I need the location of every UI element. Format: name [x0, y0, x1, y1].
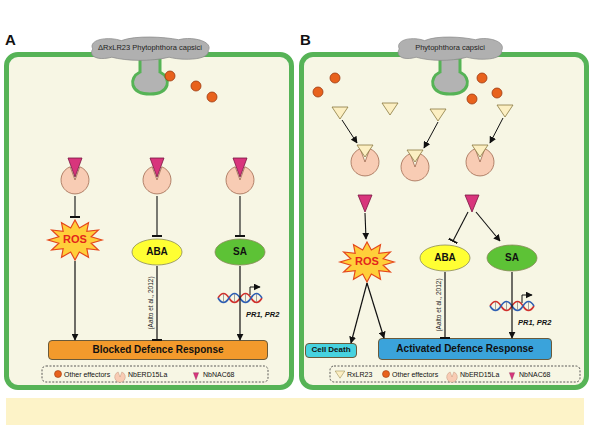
hormone-shape: [420, 245, 470, 271]
cell-cytoplasm: [304, 57, 584, 385]
legend-label: NbNAC68: [203, 371, 235, 378]
haustorium: [133, 58, 168, 94]
pathogen-name: ΔRxLR23 Phytophthora capsici: [98, 44, 202, 52]
dna-helix: [218, 287, 262, 303]
outcome-box: Cell Death: [305, 343, 357, 358]
cell-panel: AΔRxLR23 Phytophthora capsiciROSABASABlo…: [4, 52, 294, 390]
connector: [239, 266, 240, 340]
hormone-label: ABA: [434, 253, 456, 264]
legend-label: RxLR23: [347, 371, 372, 378]
pathogen-shape: [92, 37, 210, 60]
hormone-label: SA: [233, 247, 247, 258]
dna-helix: [490, 295, 534, 311]
hormone-shape: [215, 239, 265, 265]
gene-label: PR1, PR2: [246, 310, 279, 319]
response-box: Blocked Defence Response: [48, 340, 268, 360]
pathogen-shape: [398, 37, 502, 60]
hormone-shape: [487, 245, 537, 271]
citation-label: (Aalto et al., 2012): [147, 276, 154, 329]
ros-burst: ROS: [339, 241, 395, 283]
legend-label: Other effectors: [392, 371, 438, 378]
hormone-ellipse: SA: [486, 244, 538, 272]
effector-dots: [165, 71, 502, 104]
legend-icons: [55, 371, 515, 383]
panel-letter: A: [5, 32, 16, 48]
ros-star: [340, 242, 394, 282]
hormone-ellipse: ABA: [419, 244, 471, 272]
hormone-label: ABA: [146, 247, 168, 258]
connector: [351, 283, 367, 343]
connector: [156, 266, 157, 340]
pathogen-name: Phytophthora capsici: [415, 44, 485, 52]
cell-panel: BPhytophthora capsiciROSABASACell DeathA…: [299, 52, 589, 390]
legend-label: NbERD15La: [460, 371, 499, 378]
legend-label: NbNAC68: [519, 371, 551, 378]
hormone-ellipse: SA: [214, 238, 266, 266]
response-box: Activated Defence Response: [378, 338, 552, 360]
panel-letter: B: [300, 32, 311, 48]
rxlr23-effectors: [332, 103, 513, 121]
pathogen-body: ΔRxLR23 Phytophthora capsici: [88, 36, 212, 60]
gene-label: PR1, PR2: [518, 318, 551, 327]
connector: [367, 283, 384, 338]
legend-label: Other effectors: [64, 371, 110, 378]
inhibition-lines: [75, 196, 500, 241]
caption-band: [6, 398, 584, 425]
hormone-ellipse: ABA: [131, 238, 183, 266]
hormone-label: SA: [505, 253, 519, 264]
legend-label: NbERD15La: [128, 371, 167, 378]
citation-label: (Aalto et al., 2012): [435, 278, 442, 331]
haustorium: [433, 58, 468, 94]
ros-star: [48, 220, 102, 260]
protein-icons-a: [61, 158, 254, 194]
protein-icons-b: [351, 145, 494, 212]
ros-burst: ROS: [47, 219, 103, 261]
outcome-label: Cell Death: [311, 346, 350, 354]
pathogen-body: Phytophthora capsici: [395, 36, 505, 60]
connector: [511, 272, 512, 338]
ros-label: ROS: [355, 256, 379, 268]
response-label: Activated Defence Response: [396, 344, 533, 355]
connector: [444, 272, 445, 338]
legend-frame: [42, 366, 580, 382]
response-label: Blocked Defence Response: [92, 345, 223, 356]
effector-arrows: [342, 118, 503, 148]
hormone-shape: [132, 239, 182, 265]
ros-label: ROS: [63, 234, 87, 246]
connector: [74, 261, 75, 340]
cell-cytoplasm: [9, 57, 289, 385]
